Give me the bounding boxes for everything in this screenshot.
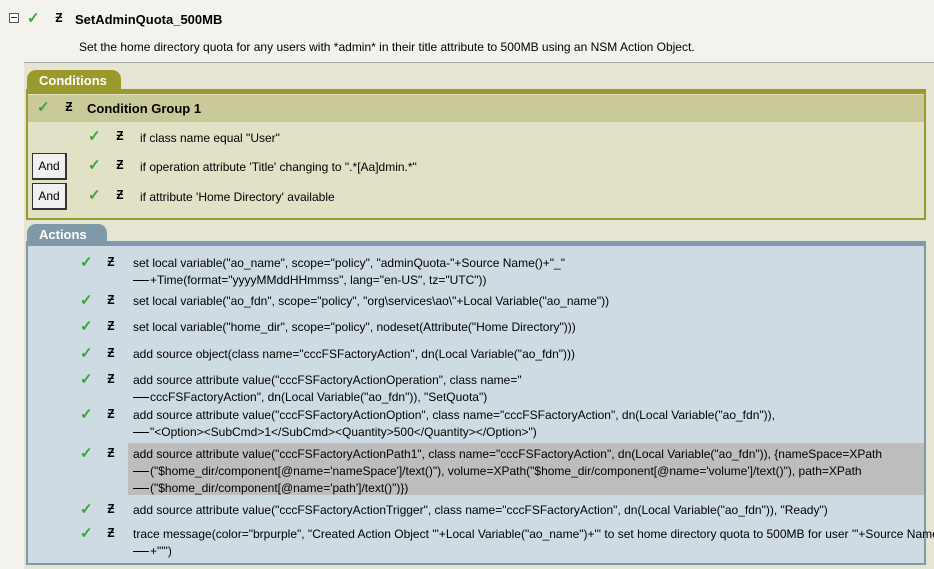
check-icon[interactable]: ✓	[37, 99, 50, 116]
action-text: set local variable("home_dir", scope="po…	[133, 320, 576, 334]
action-text: "<Option><SubCmd>1</SubCmd><Quantity>500…	[133, 424, 537, 441]
trace-icon: Ƶ	[107, 406, 115, 421]
action-text: ("$home_dir/component[@name='path']/text…	[133, 480, 408, 497]
rule-title: SetAdminQuota_500MB	[75, 12, 223, 27]
enabled-check-icon[interactable]: ✓	[27, 10, 40, 27]
and-button[interactable]: And	[32, 153, 67, 180]
condition-text: if class name equal "User"	[140, 131, 280, 145]
and-button[interactable]: And	[32, 183, 67, 210]
check-icon[interactable]: ✓	[88, 187, 101, 204]
trace-icon: Ƶ	[107, 318, 115, 333]
action-text: cccFSFactoryAction", dn(Local Variable("…	[133, 389, 487, 406]
condition-text: if attribute 'Home Directory' available	[140, 190, 335, 204]
trace-icon: Ƶ	[107, 254, 115, 269]
check-icon[interactable]: ✓	[80, 292, 93, 309]
condition-text: if operation attribute 'Title' changing …	[140, 160, 417, 174]
action-text: set local variable("ao_name", scope="pol…	[133, 256, 565, 270]
trace-icon: Ƶ	[107, 525, 115, 540]
check-icon[interactable]: ✓	[80, 406, 93, 423]
check-icon[interactable]: ✓	[80, 254, 93, 271]
collapse-toggle[interactable]	[9, 13, 19, 23]
trace-icon: Ƶ	[107, 371, 115, 386]
trace-icon: Ƶ	[107, 345, 115, 360]
trace-icon: Ƶ	[116, 157, 124, 172]
action-text: set local variable("ao_fdn", scope="poli…	[133, 294, 610, 308]
action-text: add source attribute value("cccFSFactory…	[133, 408, 775, 422]
check-icon[interactable]: ✓	[80, 371, 93, 388]
trace-icon: Ƶ	[107, 292, 115, 307]
trace-icon: Ƶ	[116, 128, 124, 143]
check-icon[interactable]: ✓	[80, 501, 93, 518]
action-text: trace message(color="brpurple", "Created…	[133, 527, 934, 541]
action-text: add source attribute value("cccFSFactory…	[133, 373, 522, 387]
action-text: add source object(class name="cccFSFacto…	[133, 347, 576, 361]
action-text: ("$home_dir/component[@name='nameSpace']…	[133, 463, 862, 480]
trace-icon: Ƶ	[107, 501, 115, 516]
check-icon[interactable]: ✓	[80, 345, 93, 362]
action-text: add source attribute value("cccFSFactory…	[133, 447, 883, 461]
check-icon[interactable]: ✓	[88, 128, 101, 145]
conditions-tab[interactable]: Conditions	[27, 70, 121, 91]
check-icon[interactable]: ✓	[80, 318, 93, 335]
trace-icon: Ƶ	[55, 10, 63, 25]
condition-group-header	[28, 95, 924, 122]
condition-group-label: Condition Group 1	[87, 101, 202, 116]
trace-icon: Ƶ	[116, 187, 124, 202]
action-text: +"'")	[133, 543, 172, 560]
rule-description: Set the home directory quota for any use…	[79, 40, 695, 54]
action-text: +Time(format="yyyyMMddHHmmss", lang="en-…	[133, 272, 487, 289]
action-text: add source attribute value("cccFSFactory…	[133, 503, 828, 517]
check-icon[interactable]: ✓	[80, 445, 93, 462]
check-icon[interactable]: ✓	[88, 157, 101, 174]
check-icon[interactable]: ✓	[80, 525, 93, 542]
trace-icon: Ƶ	[107, 445, 115, 460]
actions-tab[interactable]: Actions	[27, 224, 107, 245]
trace-icon: Ƶ	[65, 99, 73, 114]
